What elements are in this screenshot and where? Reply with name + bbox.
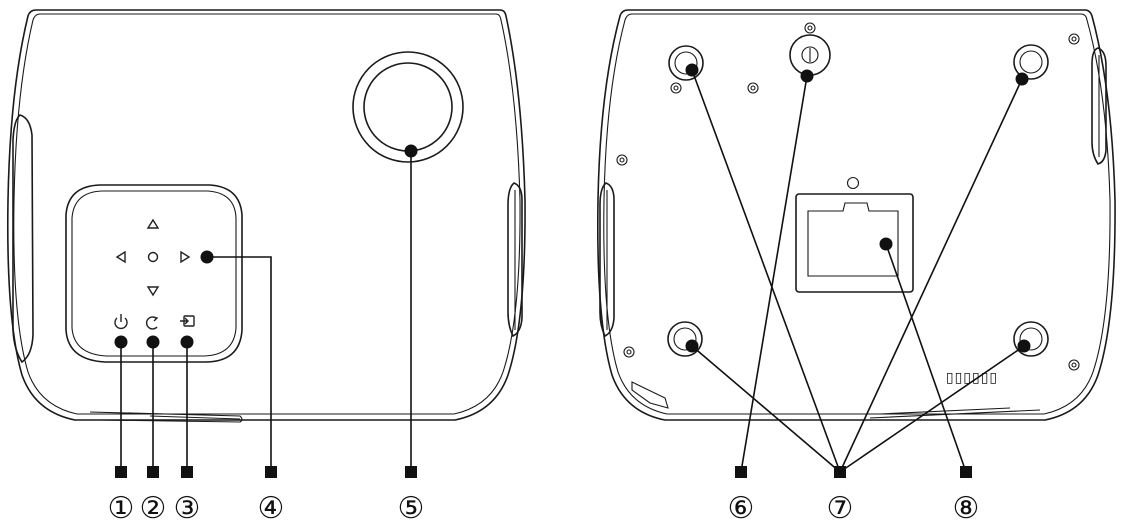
rear-tab xyxy=(631,381,669,409)
control-panel-outline xyxy=(65,184,243,363)
lens-glass xyxy=(363,62,453,152)
bottom-left-grip xyxy=(599,182,615,338)
callout-marker-2 xyxy=(147,466,159,478)
callout-marker-3 xyxy=(181,466,193,478)
bottom-right-grip xyxy=(1091,47,1107,165)
bottom-view-leaders xyxy=(685,63,1031,478)
callout-label-4: ④ xyxy=(258,491,285,526)
callout-marker-7 xyxy=(834,466,846,478)
bottom-body-inner-edge xyxy=(603,13,1111,415)
tripod-mount xyxy=(789,34,831,76)
callout-label-5: ⑤ xyxy=(398,491,425,526)
control-panel-inner xyxy=(71,190,237,357)
power-button[interactable] xyxy=(114,314,128,330)
bottom-vent-strip xyxy=(89,411,243,423)
top-body-outline xyxy=(6,9,526,421)
callout-label-6: ⑥ xyxy=(728,491,755,526)
top-view-leaders xyxy=(114,144,418,478)
right-side-grip xyxy=(507,182,523,338)
down-triangle-icon[interactable] xyxy=(146,286,160,297)
top-body-inner-edge xyxy=(13,13,521,415)
left-side-grip xyxy=(12,114,34,364)
vent-line xyxy=(149,415,241,420)
callout-marker-1 xyxy=(115,466,127,478)
vent-marks: ▯▯▯▯▯▯ xyxy=(946,370,998,386)
back-button[interactable] xyxy=(145,316,159,330)
label-plate xyxy=(795,193,914,293)
power-icon[interactable] xyxy=(114,317,128,330)
callout-label-3: ③ xyxy=(174,491,201,526)
callout-label-7: ⑦ xyxy=(827,491,854,526)
feet xyxy=(667,44,1049,357)
lens-outer-ring xyxy=(352,51,464,163)
source-button[interactable] xyxy=(180,315,195,327)
callout-label-8: ⑧ xyxy=(953,491,980,526)
right-triangle-icon[interactable] xyxy=(180,250,191,264)
callout-label-2: ② xyxy=(140,491,167,526)
left-triangle-icon[interactable] xyxy=(115,250,126,264)
callout-label-1: ① xyxy=(108,491,135,526)
back-icon[interactable] xyxy=(145,316,158,330)
ok-circle-icon[interactable] xyxy=(147,251,159,263)
rear-vent-strip xyxy=(869,407,1041,419)
projector-bottom-view: ▯▯▯▯▯▯ xyxy=(596,9,1116,478)
projector-top-view xyxy=(6,9,526,478)
callout-marker-4 xyxy=(265,466,277,478)
up-triangle-icon[interactable] xyxy=(146,218,160,229)
callout-labels: ① ② ③ ④ ⑤ ⑥ ⑦ ⑧ xyxy=(108,491,980,526)
callout-marker-8 xyxy=(960,466,972,478)
callout-marker-5 xyxy=(405,466,417,478)
screws xyxy=(616,22,1080,371)
callout-marker-6 xyxy=(735,466,747,478)
navigation-pad[interactable] xyxy=(115,218,191,297)
